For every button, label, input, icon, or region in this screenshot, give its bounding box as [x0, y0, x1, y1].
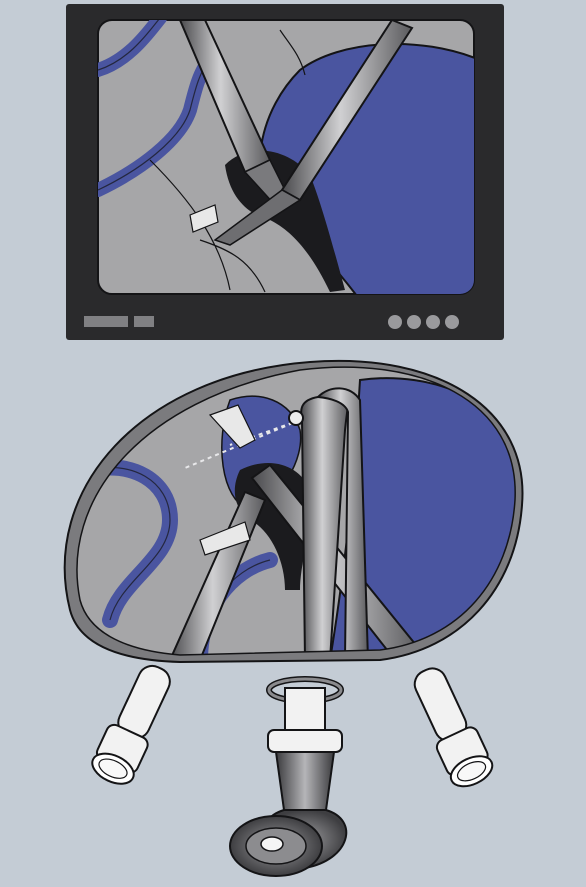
control-button-2[interactable]: [407, 315, 421, 329]
control-button-4[interactable]: [445, 315, 459, 329]
video-monitor: [66, 4, 504, 340]
status-indicator-wide: [84, 316, 128, 327]
status-indicator-small: [134, 316, 154, 327]
scope-lens: [289, 411, 303, 425]
control-button-1[interactable]: [388, 315, 402, 329]
control-button-3[interactable]: [426, 315, 440, 329]
camera-lens-opening: [261, 837, 283, 851]
